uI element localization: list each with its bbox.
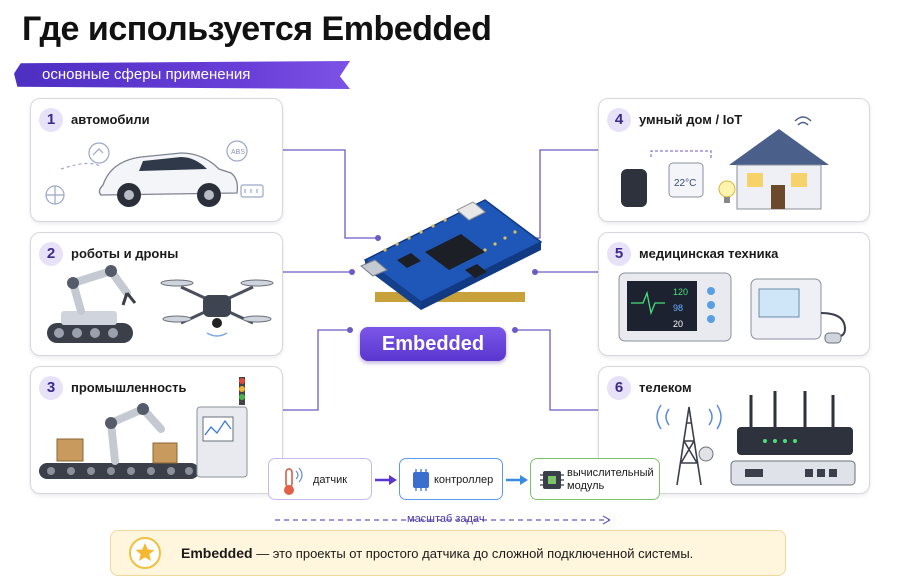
robot-drone-illustration-icon	[47, 265, 274, 343]
car-illustration-icon: ABS	[45, 140, 264, 207]
router-tower-illustration-icon	[656, 391, 856, 486]
flow-step-sensor: датчик	[268, 458, 372, 500]
area-label: умный дом / IoT	[639, 112, 743, 127]
scale-label: масштаб задач	[407, 513, 485, 525]
area-number: 6	[607, 376, 631, 400]
area-label: роботы и дроны	[71, 246, 179, 261]
area-label: автомобили	[71, 112, 150, 127]
summary-strong: Embedded	[181, 545, 253, 561]
summary-rest: — это проекты от простого датчика до сло…	[252, 546, 694, 561]
area-number: 1	[39, 108, 63, 132]
area-number: 5	[607, 242, 631, 266]
page-subtitle: основные сферы применения	[42, 66, 251, 83]
medical-monitor-illustration-icon: 120 98 20	[618, 272, 847, 344]
area-card-robots: 2 роботы и дроны	[30, 232, 283, 356]
area-label: медицинская техника	[639, 246, 779, 261]
monitor-value: 98	[673, 303, 683, 313]
flow-step-compute-module: вычислительный модуль	[530, 458, 660, 500]
area-card-industry: 3 промышленность	[30, 366, 283, 494]
area-card-medical: 5 медицинская техника 120 98 20	[598, 232, 870, 356]
subtitle-brush	[14, 61, 350, 89]
summary-bar: Embedded — это проекты от простого датчи…	[110, 530, 786, 576]
area-card-smart-home: 4 умный дом / IoT 22°C	[598, 98, 870, 222]
area-label: промышленность	[71, 380, 187, 395]
star-badge	[129, 537, 161, 569]
processor-icon	[540, 471, 564, 489]
flow-step-label: вычислительный модуль	[567, 467, 654, 492]
chip-icon	[413, 469, 429, 491]
flow-step-label: датчик	[313, 473, 348, 486]
area-number: 4	[607, 108, 631, 132]
abs-label: ABS	[231, 149, 245, 156]
house-illustration-icon: 22°C	[621, 116, 829, 210]
embedded-board-icon	[360, 199, 543, 310]
monitor-value: 20	[673, 319, 683, 329]
summary-text: Embedded — это проекты от простого датчи…	[181, 545, 693, 561]
factory-illustration-icon	[39, 377, 248, 479]
flow-step-label: контроллер	[434, 473, 494, 486]
thermometer-icon	[284, 467, 303, 495]
area-card-cars: 1 автомобили ABS	[30, 98, 283, 222]
page-title: Где используется Embedded	[22, 10, 492, 48]
thermostat-temp: 22°C	[674, 178, 696, 189]
monitor-value: 120	[673, 287, 688, 297]
area-number: 3	[39, 376, 63, 400]
arrow-right-icon	[375, 475, 397, 485]
area-label: телеком	[639, 380, 692, 395]
arrow-right-icon	[506, 475, 528, 485]
area-number: 2	[39, 242, 63, 266]
star-icon	[135, 543, 155, 561]
flow-step-controller: контроллер	[399, 458, 503, 500]
center-embedded-label: Embedded	[360, 327, 506, 361]
